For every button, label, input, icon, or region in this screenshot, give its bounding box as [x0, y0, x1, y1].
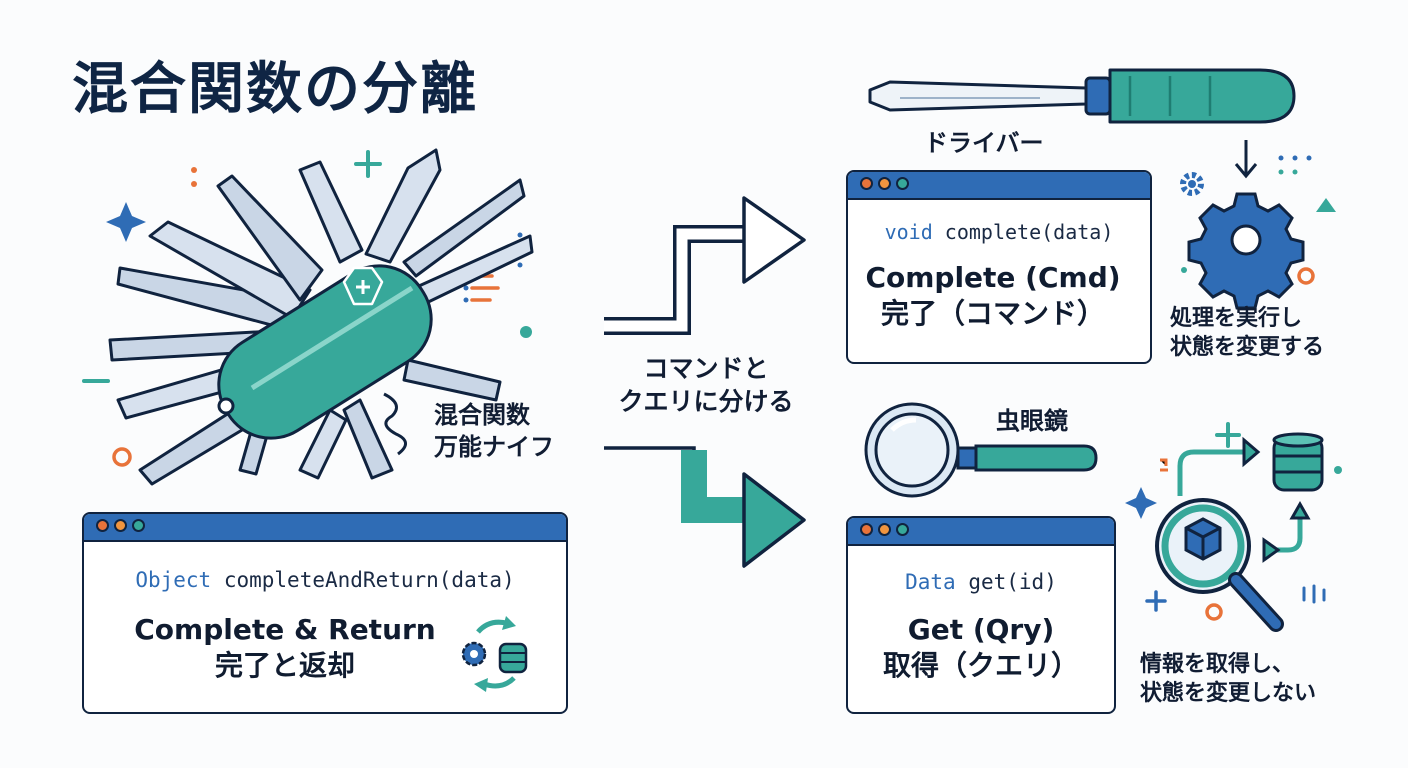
mixed-line2: 完了と返却: [214, 649, 355, 683]
query-note: 情報を取得し、 状態を変更しない: [1140, 650, 1316, 708]
query-description: Get (Qry) 取得（クエリ）: [848, 612, 1114, 685]
window-titlebar: [848, 518, 1114, 546]
mixed-return-type: Object: [135, 568, 212, 592]
down-arrow-icon: [1234, 140, 1258, 179]
command-note: 処理を実行し 状態を変更する: [1170, 304, 1324, 362]
command-note-line2: 状態を変更する: [1170, 335, 1325, 361]
command-line2: 完了（コマンド）: [880, 297, 1105, 331]
query-note-line2: 状態を変更しない: [1140, 681, 1317, 707]
split-arrow-down: [604, 446, 806, 568]
knife-label-line1: 混合関数: [434, 401, 530, 429]
minimize-dot-icon: [114, 519, 127, 532]
command-return-type: void: [884, 220, 933, 244]
minimize-dot-icon: [878, 177, 891, 190]
window-titlebar: [848, 172, 1150, 200]
command-method: complete(data): [932, 220, 1114, 244]
query-note-line1: 情報を取得し、: [1140, 652, 1295, 677]
command-signature: void complete(data): [848, 220, 1150, 244]
command-line1: Complete (Cmd): [865, 261, 1121, 294]
maximize-dot-icon: [896, 177, 909, 190]
query-line1: Get (Qry): [907, 613, 1055, 646]
mixed-method: completeAndReturn(data): [211, 568, 515, 592]
command-description: Complete (Cmd) 完了（コマンド）: [848, 260, 1144, 333]
mixed-description: Complete & Return 完了と返却: [84, 612, 526, 685]
close-dot-icon: [860, 177, 873, 190]
query-line2: 取得（クエリ）: [882, 649, 1079, 683]
query-return-type: Data: [905, 570, 956, 594]
command-note-line1: 処理を実行し: [1170, 306, 1303, 331]
split-arrow-up: [604, 196, 806, 335]
screwdriver-icon: [868, 68, 1296, 124]
page-title: 混合関数の分離: [72, 57, 478, 122]
query-window: Data get(id) Get (Qry) 取得（クエリ）: [846, 516, 1116, 714]
mixed-line1: Complete & Return: [134, 613, 436, 646]
command-window: void complete(data) Complete (Cmd) 完了（コマ…: [846, 170, 1152, 364]
mixed-signature: Object completeAndReturn(data): [84, 568, 566, 592]
gear-icon: [1187, 192, 1305, 310]
split-label-line2: クエリに分ける: [618, 387, 794, 416]
mixed-function-window: Object completeAndReturn(data) Complete …: [82, 512, 568, 714]
cycle-arrows-icon: [461, 616, 528, 692]
small-gear-icon: [1180, 172, 1204, 196]
knife-label-line2: 万能ナイフ: [434, 432, 554, 461]
minimize-dot-icon: [878, 523, 891, 536]
close-dot-icon: [860, 523, 873, 536]
database-icon: [1272, 432, 1324, 492]
query-illustration: [1155, 436, 1311, 632]
swiss-army-knife-icon: [108, 148, 534, 486]
window-titlebar: [84, 514, 566, 542]
screwdriver-label: ドライバー: [924, 129, 1044, 157]
maximize-dot-icon: [896, 523, 909, 536]
query-method: get(id): [955, 570, 1057, 594]
split-label: コマンドと クエリに分ける: [598, 352, 814, 418]
close-dot-icon: [96, 519, 109, 532]
split-label-line1: コマンドと: [643, 354, 769, 383]
maximize-dot-icon: [132, 519, 145, 532]
query-signature: Data get(id): [848, 570, 1114, 594]
magnifying-glass-icon: [864, 402, 1098, 498]
magnifier-label: 虫眼鏡: [996, 407, 1068, 435]
knife-label: 混合関数 万能ナイフ: [434, 400, 554, 463]
